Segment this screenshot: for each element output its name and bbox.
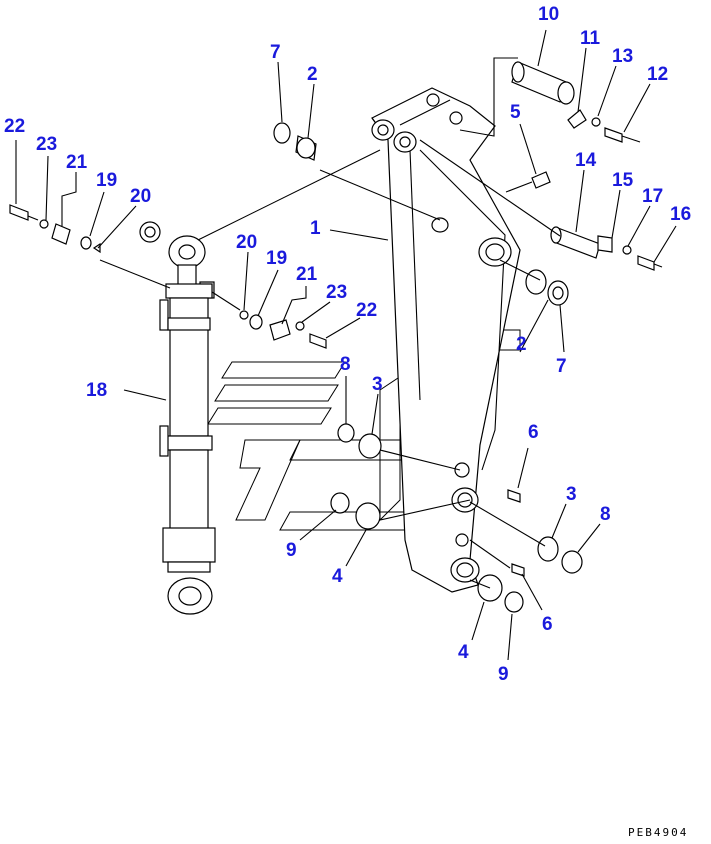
callout-3-right: 3 [566,484,577,505]
callout-22-mid: 22 [356,300,377,321]
boom [371,87,521,593]
callout-3: 3 [372,374,383,395]
callout-19-mid: 19 [266,248,287,269]
callout-8: 8 [340,354,351,375]
callout-11: 11 [580,28,601,49]
callout-16: 16 [670,204,691,225]
callout-20: 20 [130,186,151,207]
callout-23: 23 [36,134,57,155]
callout-15: 15 [612,170,634,191]
callout-12: 12 [647,64,668,85]
left-parts-cluster [9,204,161,254]
callout-21-mid: 21 [296,264,318,285]
callout-18: 18 [86,380,107,401]
callout-14: 14 [575,150,597,171]
bushings-and-seals [273,122,583,613]
callout-17: 17 [642,186,663,207]
mid-parts-cluster [239,310,327,349]
callout-20-mid: 20 [236,232,257,253]
callout-2: 2 [307,64,318,85]
callout-9-lower: 9 [498,664,509,685]
callout-7: 7 [270,42,281,63]
upper-pin-assembly [511,61,641,143]
leader-lines [15,29,677,661]
guide-lines [99,57,561,589]
callout-1: 1 [310,218,321,239]
callout-22: 22 [4,116,25,137]
middle-pin-assembly [550,226,663,271]
callout-4-lower: 4 [458,642,469,663]
callout-4: 4 [332,566,343,587]
hydraulic-cylinder [159,235,216,615]
callout-7-lower: 7 [556,356,567,377]
callout-9: 9 [286,540,297,561]
callout-5: 5 [510,102,521,123]
callout-labels: 10 11 13 12 7 2 5 14 15 17 16 22 23 21 1… [4,4,691,685]
callout-2-lower: 2 [516,334,527,355]
callout-6: 6 [528,422,539,443]
callout-8-right: 8 [600,504,611,525]
callout-13: 13 [612,46,633,67]
callout-19: 19 [96,170,117,191]
callout-10: 10 [538,4,559,25]
callout-6-lower: 6 [542,614,553,635]
callout-21: 21 [66,152,88,173]
drawing-code: PEB4904 [628,826,688,839]
callout-23-mid: 23 [326,282,347,303]
grease-fitting-5 [505,171,551,193]
